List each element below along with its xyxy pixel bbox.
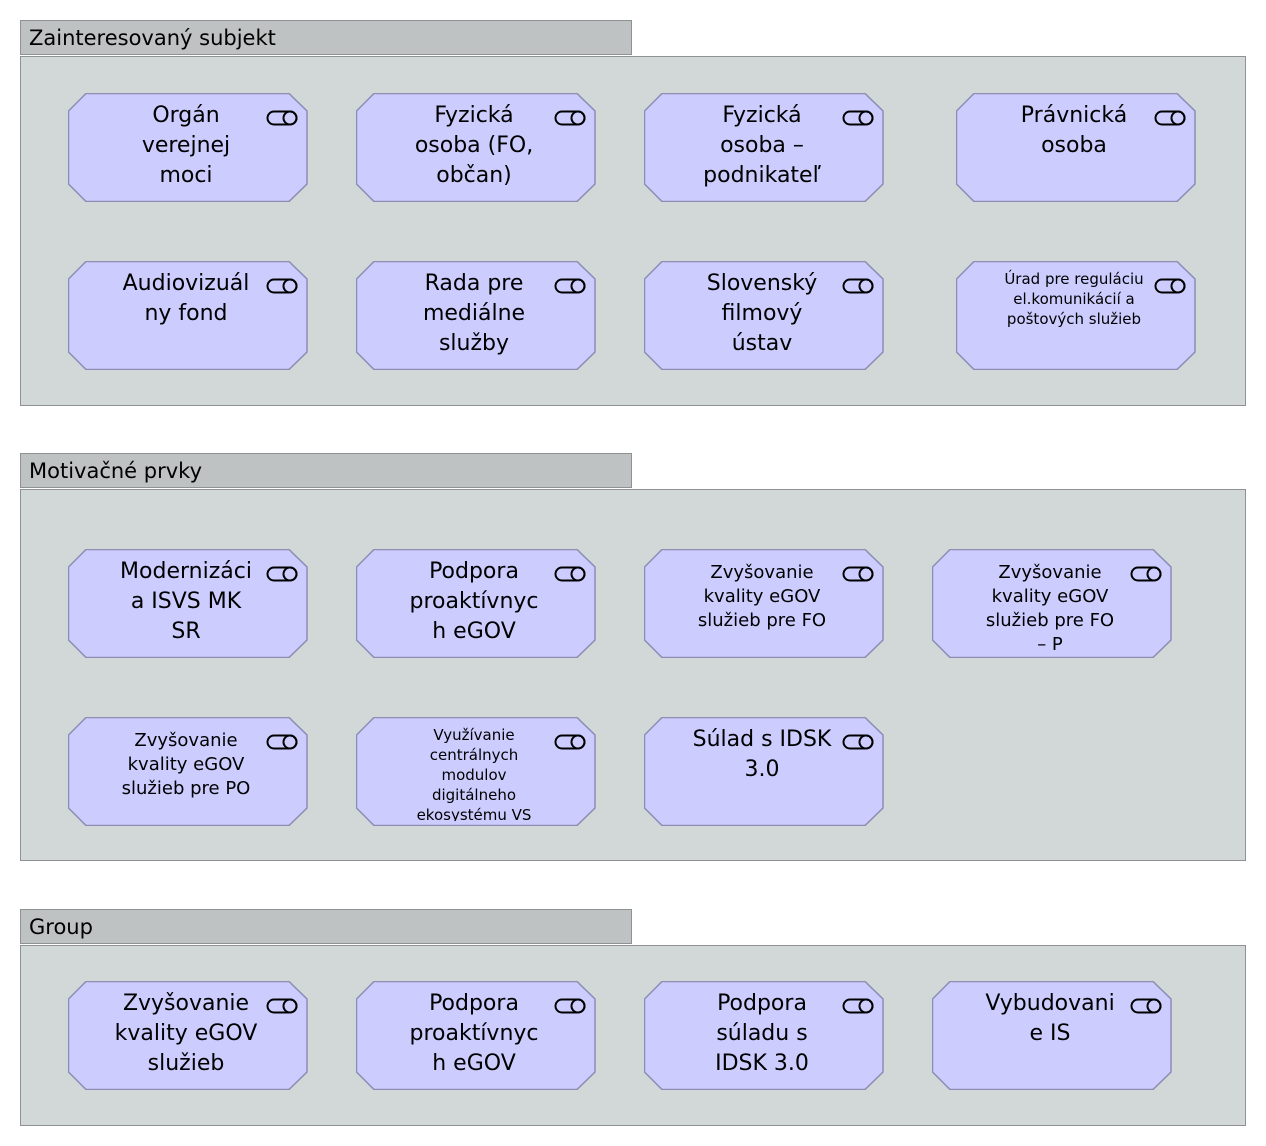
motivation-node[interactable]: Právnická osoba: [956, 93, 1196, 202]
motivation-node[interactable]: Podpora proaktívnyc h eGOV: [356, 981, 596, 1090]
motivation-node[interactable]: Vybudovani e IS: [932, 981, 1172, 1090]
motivation-node[interactable]: Fyzická osoba (FO, občan): [356, 93, 596, 202]
node-shape: [68, 261, 308, 370]
node-label: Zvyšovanie kvality eGOV služieb pre FO: [697, 562, 827, 631]
motivation-node[interactable]: Orgán verejnej moci: [68, 93, 308, 202]
node-shape: [956, 93, 1196, 202]
group-title[interactable]: Zainteresovaný subjekt: [20, 20, 632, 55]
goal-driver-toggle-icon: [554, 566, 586, 582]
goal-driver-toggle-icon: [266, 734, 298, 750]
node-label: Právnická osoba: [1020, 103, 1128, 158]
node-label: Zvyšovanie kvality eGOV služieb pre PO: [121, 730, 251, 799]
motivation-node[interactable]: Zvyšovanie kvality eGOV služieb pre PO: [68, 717, 308, 826]
motivation-node[interactable]: Zvyšovanie kvality eGOV služieb pre FO: [644, 549, 884, 658]
motivation-node[interactable]: Podpora súladu s IDSK 3.0: [644, 981, 884, 1090]
motivation-node[interactable]: Zvyšovanie kvality eGOV služieb: [68, 981, 308, 1090]
node-shape: [644, 261, 884, 370]
node-label: Súlad s IDSK 3.0: [692, 727, 832, 782]
goal-driver-toggle-icon: [266, 998, 298, 1014]
node-shape: [68, 549, 308, 658]
motivation-node[interactable]: Zvyšovanie kvality eGOV služieb pre FO –…: [932, 549, 1172, 658]
group-title[interactable]: Group: [20, 909, 632, 944]
goal-driver-toggle-icon: [1130, 998, 1162, 1014]
motivation-node[interactable]: Súlad s IDSK 3.0: [644, 717, 884, 826]
motivation-node[interactable]: Slovenský filmový ústav: [644, 261, 884, 370]
goal-driver-toggle-icon: [1154, 278, 1186, 294]
node-shape: [68, 981, 308, 1090]
node-shape: [956, 261, 1196, 370]
goal-driver-toggle-icon: [266, 566, 298, 582]
node-shape: [644, 717, 884, 826]
node-label: Fyzická osoba (FO, občan): [414, 103, 534, 188]
node-label: Fyzická osoba – podnikateľ: [703, 103, 821, 188]
motivation-node[interactable]: Podpora proaktívnyc h eGOV: [356, 549, 596, 658]
node-shape: [932, 549, 1172, 658]
node-shape: [356, 261, 596, 370]
node-shape: [356, 549, 596, 658]
goal-driver-toggle-icon: [554, 110, 586, 126]
node-shape: [68, 717, 308, 826]
goal-driver-toggle-icon: [842, 110, 874, 126]
node-label: Úrad pre reguláciu el.komunikácií a pošt…: [1004, 270, 1144, 328]
motivation-node[interactable]: Modernizáci a ISVS MK SR: [68, 549, 308, 658]
node-shape: [68, 93, 308, 202]
node-label: Zvyšovanie kvality eGOV služieb: [114, 991, 258, 1076]
motivation-node[interactable]: Fyzická osoba – podnikateľ: [644, 93, 884, 202]
node-label: Slovenský filmový ústav: [706, 271, 818, 356]
node-shape: [644, 93, 884, 202]
goal-driver-toggle-icon: [1130, 566, 1162, 582]
goal-driver-toggle-icon: [842, 566, 874, 582]
node-shape: [356, 981, 596, 1090]
motivation-node[interactable]: Audiovizuál ny fond: [68, 261, 308, 370]
motivation-node[interactable]: Využívanie centrálnych modulov digitálne…: [356, 717, 596, 826]
goal-driver-toggle-icon: [554, 734, 586, 750]
node-label: Zvyšovanie kvality eGOV služieb pre FO –…: [985, 562, 1115, 655]
group-title[interactable]: Motivačné prvky: [20, 453, 632, 488]
goal-driver-toggle-icon: [1154, 110, 1186, 126]
goal-driver-toggle-icon: [554, 998, 586, 1014]
node-label: Podpora proaktívnyc h eGOV: [409, 559, 539, 644]
goal-driver-toggle-icon: [266, 278, 298, 294]
goal-driver-toggle-icon: [842, 998, 874, 1014]
goal-driver-toggle-icon: [842, 734, 874, 750]
node-shape: [356, 717, 596, 826]
node-label: Audiovizuál ny fond: [122, 271, 250, 326]
node-label: Modernizáci a ISVS MK SR: [120, 559, 252, 644]
node-label: Rada pre mediálne služby: [422, 271, 526, 356]
node-label: Orgán verejnej moci: [141, 103, 231, 188]
node-label: Podpora proaktívnyc h eGOV: [409, 991, 539, 1076]
node-label: Využívanie centrálnych modulov digitálne…: [416, 726, 532, 821]
node-shape: [644, 549, 884, 658]
goal-driver-toggle-icon: [842, 278, 874, 294]
node-shape: [932, 981, 1172, 1090]
motivation-node[interactable]: Rada pre mediálne služby: [356, 261, 596, 370]
goal-driver-toggle-icon: [266, 110, 298, 126]
goal-driver-toggle-icon: [554, 278, 586, 294]
node-label: Vybudovani e IS: [985, 991, 1115, 1046]
node-shape: [356, 93, 596, 202]
node-label: Podpora súladu s IDSK 3.0: [715, 991, 809, 1076]
node-shape: [644, 981, 884, 1090]
motivation-node[interactable]: Úrad pre reguláciu el.komunikácií a pošt…: [956, 261, 1196, 370]
